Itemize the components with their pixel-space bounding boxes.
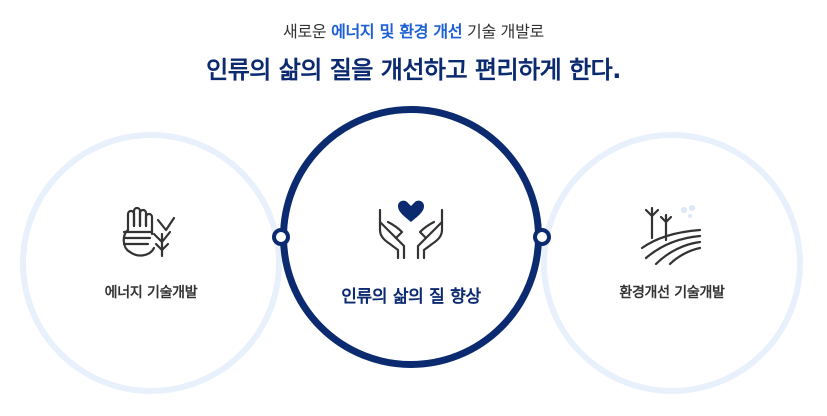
wind-turbine-field-icon: [640, 205, 702, 266]
connector-dot-left: [272, 228, 290, 246]
connector-dot-right: [533, 228, 551, 246]
subtitle-suffix: 기술 개발로: [462, 22, 544, 41]
hands-heart-icon: [378, 200, 444, 260]
energy-hand-plant-icon: [122, 206, 176, 258]
subtitle-accent: 에너지 및 환경 개선: [331, 22, 463, 41]
environment-label: 환경개선 기술개발: [619, 285, 725, 301]
quality-of-life-label: 인류의 삶의 질 향상: [341, 287, 481, 307]
energy-label: 에너지 기술개발: [104, 285, 198, 301]
subtitle-prefix: 새로운: [283, 22, 332, 41]
subtitle: 새로운 에너지 및 환경 개선 기술 개발로: [0, 18, 827, 42]
energy-circle: [20, 132, 282, 394]
page-title: 인류의 삶의 질을 개선하고 편리하게 한다.: [206, 56, 621, 84]
